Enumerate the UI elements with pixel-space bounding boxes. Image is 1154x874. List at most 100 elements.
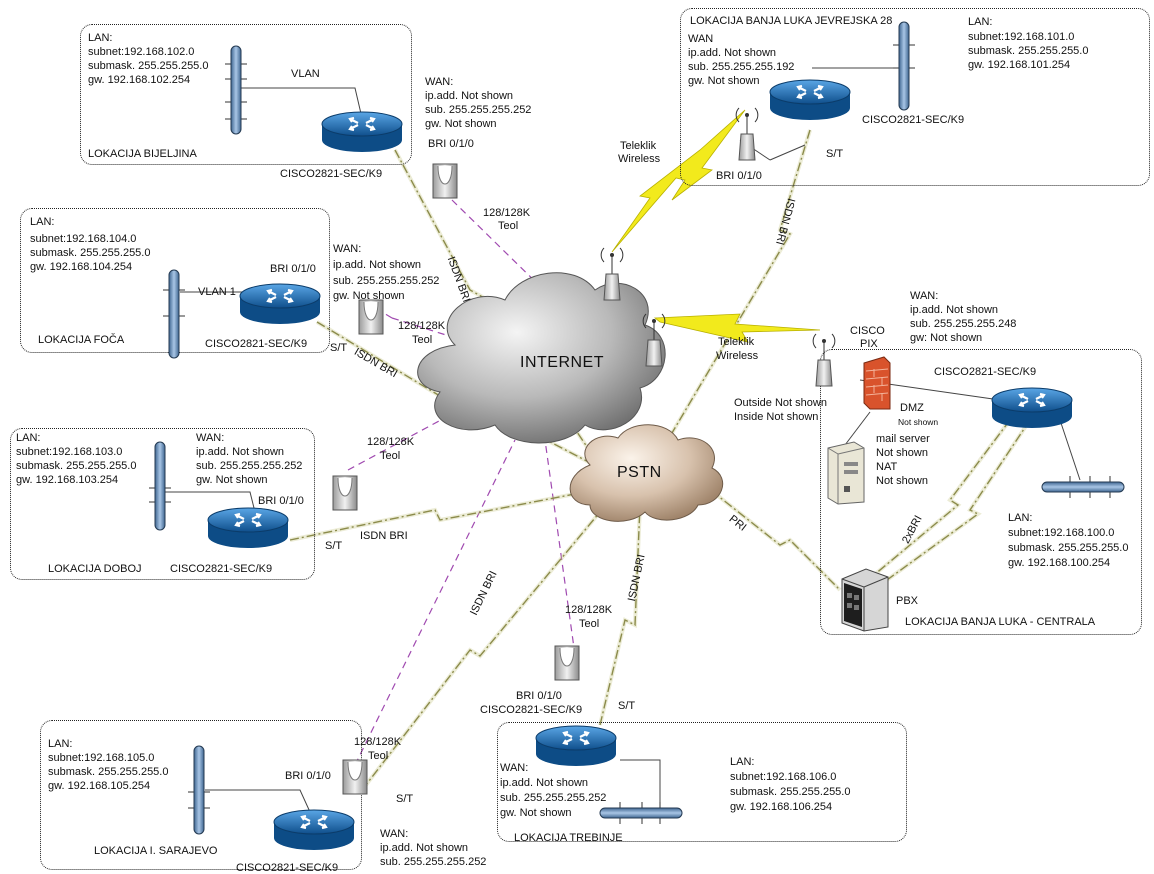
trebinje-name: LOKACIJA TREBINJE	[514, 832, 623, 844]
sarajevo-wan-1: ip.add. Not shown	[380, 842, 469, 854]
foca-switch[interactable]	[163, 268, 185, 360]
trebinje-wan-2: sub. 255.255.255.252	[500, 792, 607, 804]
site-bijeljina-frame	[80, 24, 412, 165]
foca-teol-1: Teol	[412, 334, 433, 346]
wireless-label-centrala-1: Wireless	[716, 350, 759, 362]
foca-lan-0: LAN:	[30, 216, 55, 228]
doboj-teol-0: 128/128K	[367, 436, 415, 448]
bijeljina-router[interactable]	[320, 110, 404, 154]
bijeljina-switch[interactable]	[225, 44, 247, 136]
foca-lan-2: submask. 255.255.255.0	[30, 247, 151, 259]
centrala-mail-0: mail server	[876, 433, 930, 445]
doboj-switch[interactable]	[149, 440, 171, 532]
doboj-isdn: ISDN BRI	[360, 530, 408, 542]
centrala-wan-2: sub. 255.255.255.248	[910, 318, 1017, 330]
bijeljina-lan-1: subnet:192.168.102.0	[88, 46, 195, 58]
internet-label: INTERNET	[520, 354, 604, 371]
foca-wan-0: WAN:	[333, 243, 362, 255]
bijeljina-teol-1: Teol	[498, 220, 519, 232]
trebinje-lan-1: subnet:192.168.106.0	[730, 771, 837, 783]
trebinje-st: S/T	[618, 700, 636, 712]
jevrejska-wan-0: WAN	[688, 33, 714, 45]
bijeljina-modem[interactable]	[430, 160, 460, 202]
sarajevo-lan-3: gw. 192.168.105.254	[48, 780, 151, 792]
foca-modem[interactable]	[356, 296, 386, 338]
trebinje-switch[interactable]	[598, 802, 684, 824]
centrala-dmz: DMZ	[900, 402, 924, 414]
trebinje-wan-1: ip.add. Not shown	[500, 777, 589, 789]
centrala-name: LOKACIJA BANJA LUKA - CENTRALA	[905, 616, 1096, 628]
trebinje-wan-3: gw. Not shown	[500, 807, 572, 819]
internet-antenna-right[interactable]	[640, 310, 668, 368]
foca-vlan: VLAN 1	[198, 286, 236, 298]
trebinje-lan-3: gw. 192.168.106.254	[730, 801, 833, 813]
centrala-router-label: CISCO2821-SEC/K9	[934, 366, 1037, 378]
doboj-lan-2: submask. 255.255.255.0	[16, 460, 137, 472]
site-doboj-frame	[10, 428, 315, 580]
centrala-dmz-sub: Not shown	[898, 417, 939, 427]
sarajevo-wan-2: sub. 255.255.255.252	[380, 856, 487, 868]
doboj-wan-2: sub. 255.255.255.252	[196, 460, 303, 472]
bijeljina-lan-2: submask. 255.255.255.0	[88, 60, 209, 72]
centrala-mail-3: Not shown	[876, 475, 928, 487]
trebinje-router-label: CISCO2821-SEC/K9	[480, 704, 583, 716]
sarajevo-modem[interactable]	[340, 756, 370, 798]
bijeljina-lan-0: LAN:	[88, 32, 113, 44]
wireless-label-centrala-0: Teleklik	[718, 336, 755, 348]
lan-wires	[164, 67, 1081, 813]
centrala-wan-1: ip.add. Not shown	[910, 304, 999, 316]
pstn-cloud	[569, 424, 724, 522]
centrala-outside: Outside Not shown	[734, 397, 827, 409]
trebinje-router[interactable]	[534, 724, 618, 768]
jevrejska-bri: BRI 0/1/0	[716, 170, 762, 182]
sarajevo-switch[interactable]	[188, 744, 210, 836]
jevrejska-router-label: CISCO2821-SEC/K9	[862, 114, 965, 126]
trebinje-modem[interactable]	[552, 642, 582, 684]
doboj-router[interactable]	[206, 506, 290, 550]
bijeljina-lan-3: gw. 192.168.102.254	[88, 74, 191, 86]
bijeljina-teol-0: 128/128K	[483, 207, 531, 219]
doboj-st: S/T	[325, 540, 343, 552]
wireless-bolt-centrala	[653, 313, 821, 343]
foca-lan-1: subnet:192.168.104.0	[30, 233, 137, 245]
wireless-links	[611, 109, 821, 343]
pix-firewall[interactable]	[860, 355, 894, 411]
pbx[interactable]	[838, 567, 892, 633]
jevrejska-router[interactable]	[768, 78, 852, 122]
bijeljina-wan-2: sub. 255.255.255.252	[425, 104, 532, 116]
pstn-label: PSTN	[617, 464, 662, 481]
wireless-label-jevrejska-0: Teleklik	[620, 140, 657, 152]
trebinje-wan-0: WAN:	[500, 762, 529, 774]
jevrejska-lan-0: LAN:	[968, 16, 993, 28]
centrala-switch[interactable]	[1040, 476, 1126, 498]
centrala-pix-1: PIX	[860, 338, 878, 350]
centrala-wan-0: WAN:	[910, 290, 939, 302]
doboj-wan-3: gw. Not shown	[196, 474, 268, 486]
jevrejska-wan-2: sub. 255.255.255.192	[688, 61, 795, 73]
centrala-lan-0: LAN:	[1008, 512, 1033, 524]
foca-wan-2: sub. 255.255.255.252	[333, 275, 440, 287]
centrala-lan-2: submask. 255.255.255.0	[1008, 542, 1129, 554]
doboj-lan-0: LAN:	[16, 432, 41, 444]
sarajevo-lan-2: submask. 255.255.255.0	[48, 766, 169, 778]
doboj-modem[interactable]	[330, 472, 360, 514]
sarajevo-lan-1: subnet:192.168.105.0	[48, 752, 155, 764]
trebinje-lan-2: submask. 255.255.255.0	[730, 786, 851, 798]
foca-router[interactable]	[238, 282, 322, 326]
bijeljina-wan-1: ip.add. Not shown	[425, 90, 514, 102]
centrala-antenna[interactable]	[810, 330, 838, 388]
mail-server[interactable]	[822, 440, 868, 506]
internet-antenna-top[interactable]	[598, 244, 626, 302]
sarajevo-teol-0: 128/128K	[354, 736, 402, 748]
sarajevo-router-label: CISCO2821-SEC/K9	[236, 862, 339, 874]
jevrejska-lan-3: gw. 192.168.101.254	[968, 59, 1071, 71]
site-trebinje-frame	[497, 722, 907, 842]
jevrejska-antenna[interactable]	[733, 104, 761, 162]
foca-st: S/T	[330, 342, 348, 354]
centrala-router[interactable]	[990, 386, 1074, 430]
sarajevo-router[interactable]	[272, 808, 356, 852]
jevrejska-wan-1: ip.add. Not shown	[688, 47, 777, 59]
jevrejska-switch[interactable]	[893, 20, 915, 112]
